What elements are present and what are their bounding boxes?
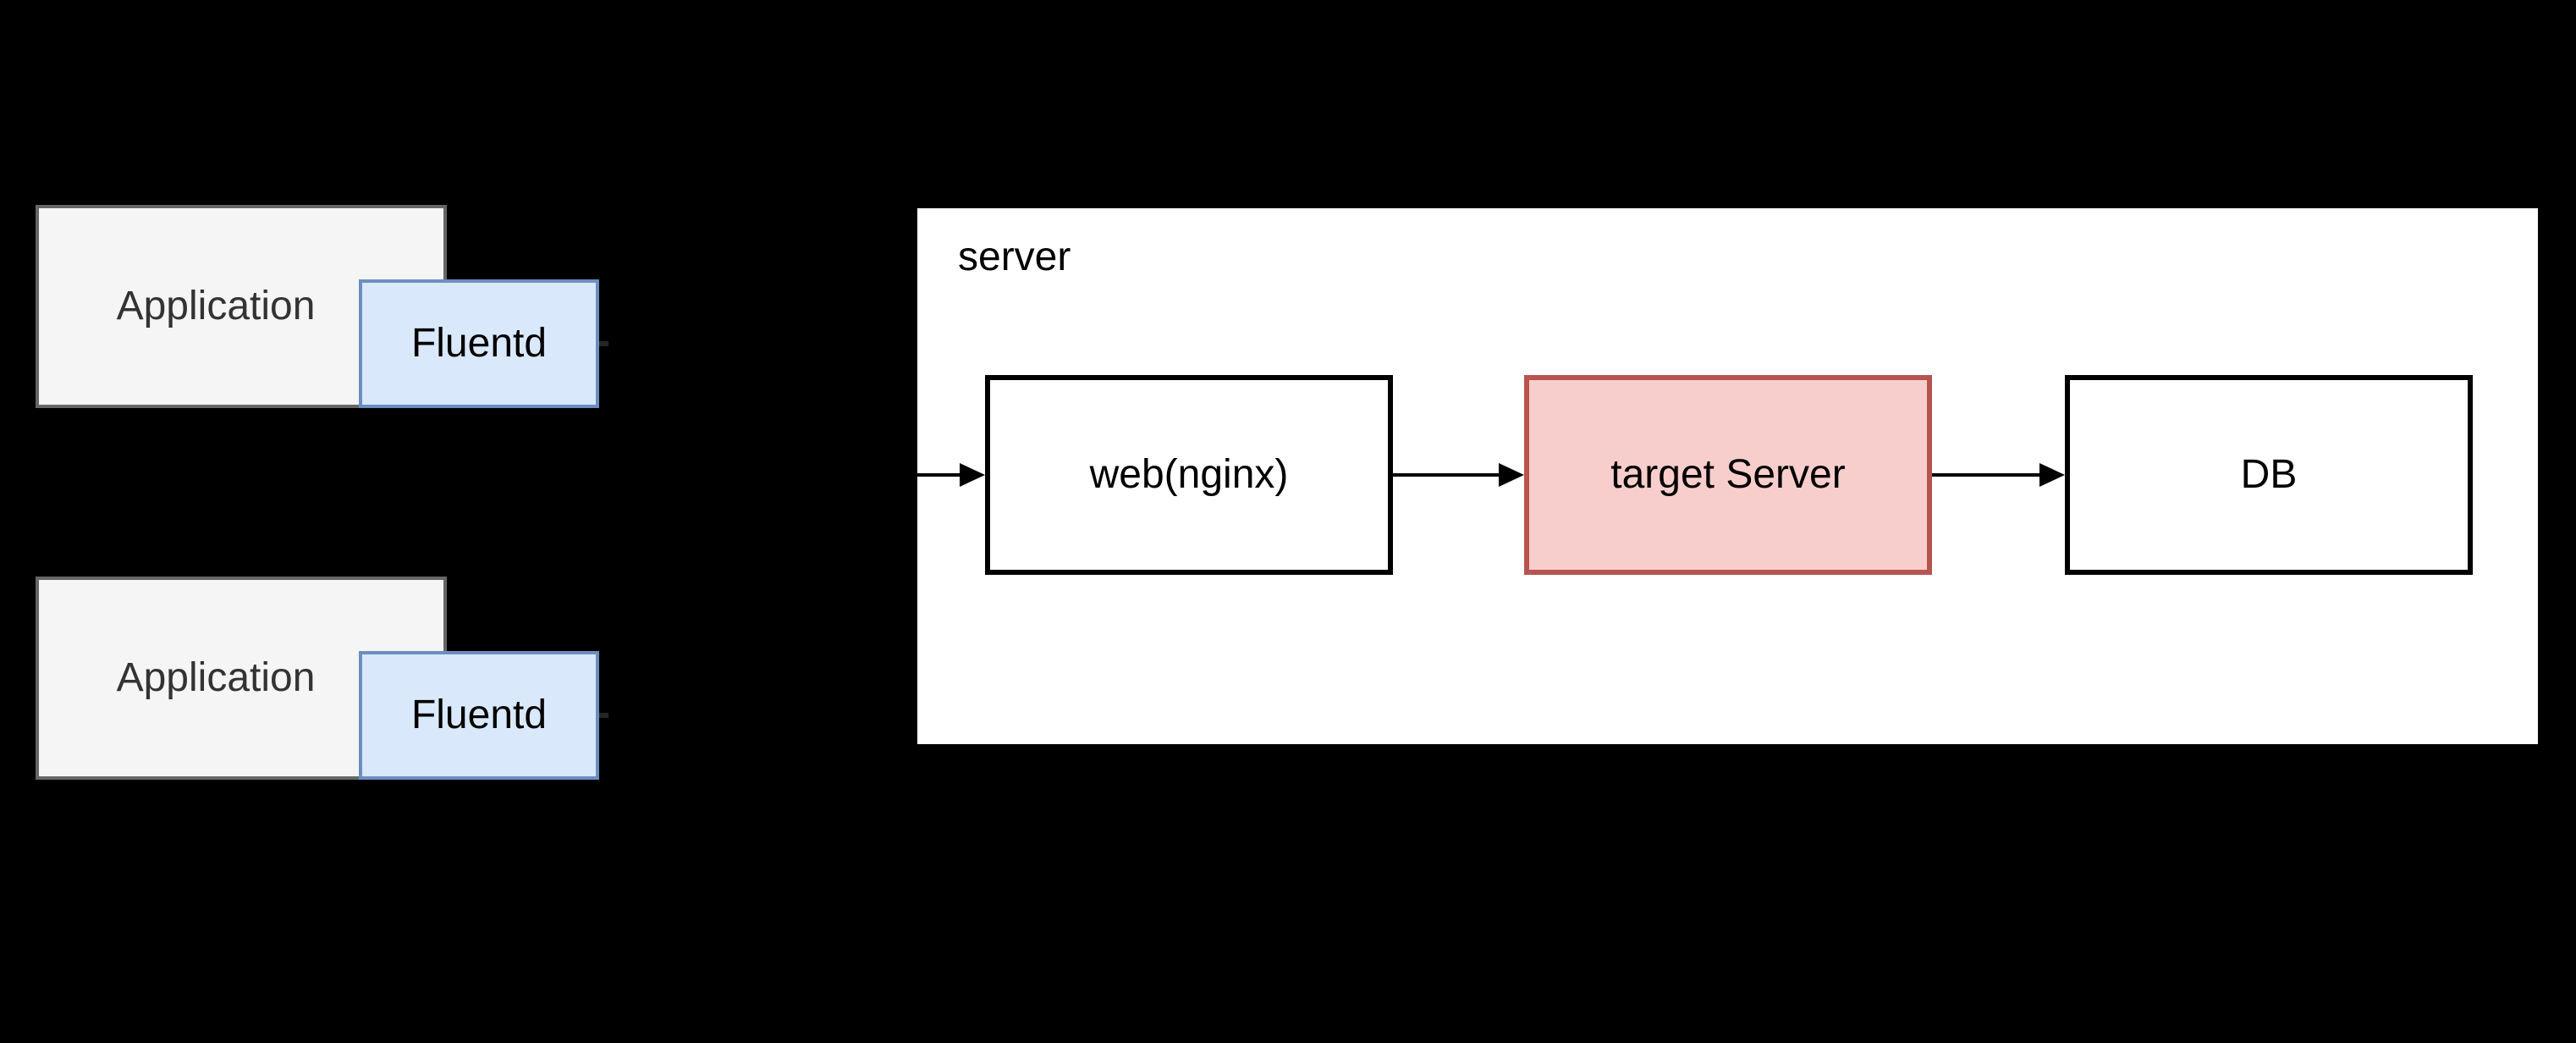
web-nginx-node: web(nginx) (985, 375, 1393, 575)
application-node-1-label: Application (116, 284, 316, 329)
target-server-node: target Server (1524, 375, 1932, 575)
fluentd-1-connector-stub (599, 341, 608, 346)
db-node-label: DB (2240, 452, 2298, 498)
fluentd-node-2-label: Fluentd (410, 693, 548, 738)
server-group-label: server (958, 235, 1071, 279)
arrow-target-to-db-shaft (1932, 473, 2039, 477)
fluentd-2-connector-stub (599, 713, 608, 718)
arrow-into-web-shaft (917, 473, 961, 477)
arrow-web-to-target-arrowhead-icon (1499, 463, 1524, 487)
target-server-node-label: target Server (1610, 452, 1846, 498)
arrow-web-to-target-shaft (1393, 473, 1500, 477)
fluentd-node-1: Fluentd (359, 279, 599, 408)
web-nginx-node-label: web(nginx) (1089, 452, 1289, 498)
fluentd-node-2: Fluentd (359, 651, 599, 780)
application-node-2-label: Application (116, 655, 316, 701)
db-node: DB (2065, 375, 2473, 575)
arrow-into-web-arrowhead-icon (960, 463, 985, 487)
arrow-target-to-db-arrowhead-icon (2039, 463, 2065, 487)
fluentd-node-1-label: Fluentd (410, 321, 548, 367)
